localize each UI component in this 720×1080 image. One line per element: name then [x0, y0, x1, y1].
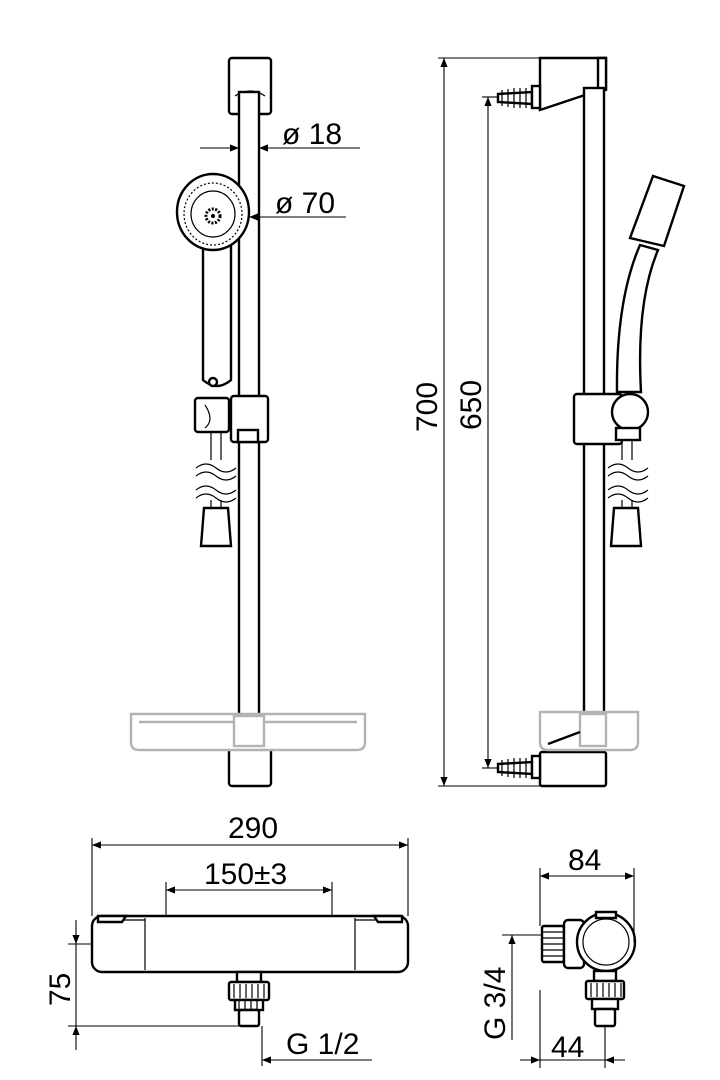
dim-side-depth: 84	[539, 844, 635, 942]
side-round-body	[575, 911, 637, 973]
outlet-fitting	[227, 970, 271, 1028]
dim-side-outlet: 44	[520, 990, 625, 1068]
side-bottom-bracket	[538, 750, 608, 788]
dim-mixer-height: 75	[44, 920, 239, 1050]
soap-dish-front	[129, 712, 367, 752]
dim-mixer-width: 290	[91, 812, 409, 916]
label-side-thread: G 3/4	[479, 967, 512, 1040]
label-mixer-height: 75	[44, 973, 77, 1006]
label-head-diameter: ø 70	[275, 187, 335, 220]
dim-head-diameter: ø 70	[249, 187, 346, 221]
label-bar-diameter: ø 18	[282, 118, 342, 151]
hose-front	[195, 432, 237, 548]
label-mixer-width: 290	[228, 812, 278, 845]
dim-side-thread: G 3/4	[479, 934, 542, 1040]
dim-total-height: 700	[411, 57, 540, 787]
dim-bar-diameter: ø 18	[200, 118, 360, 152]
label-inlet-spacing: 150±3	[204, 858, 287, 891]
dim-mount-distance: 650	[455, 96, 498, 769]
slider-holder-front	[193, 394, 270, 444]
thermostat-body	[90, 914, 410, 974]
side-view: 700 650	[411, 56, 686, 788]
thermostat-front: 290 150±3 75 G 1/2	[44, 812, 410, 1066]
shower-head-front	[175, 172, 251, 388]
soap-dish-side	[538, 710, 640, 752]
hose-side	[607, 440, 649, 548]
side-inlet	[540, 918, 586, 970]
screw-top	[496, 84, 542, 110]
label-side-depth: 84	[568, 844, 601, 877]
screw-bottom	[496, 754, 542, 780]
label-outlet-thread: G 1/2	[286, 1028, 359, 1061]
label-total-height: 700	[411, 382, 444, 432]
dim-inlet-spacing: 150±3	[165, 858, 333, 916]
label-side-outlet: 44	[551, 1031, 584, 1064]
label-mount-distance: 650	[455, 380, 488, 430]
thermostat-side: 84 G 3/4 44	[479, 844, 637, 1068]
slider-holder-side	[572, 392, 650, 446]
side-outlet-fitting	[584, 969, 626, 1028]
front-view: ø 18 ø 70	[129, 56, 367, 788]
shower-handle-side	[615, 174, 686, 394]
dim-outlet-thread: G 1/2	[261, 1026, 372, 1066]
